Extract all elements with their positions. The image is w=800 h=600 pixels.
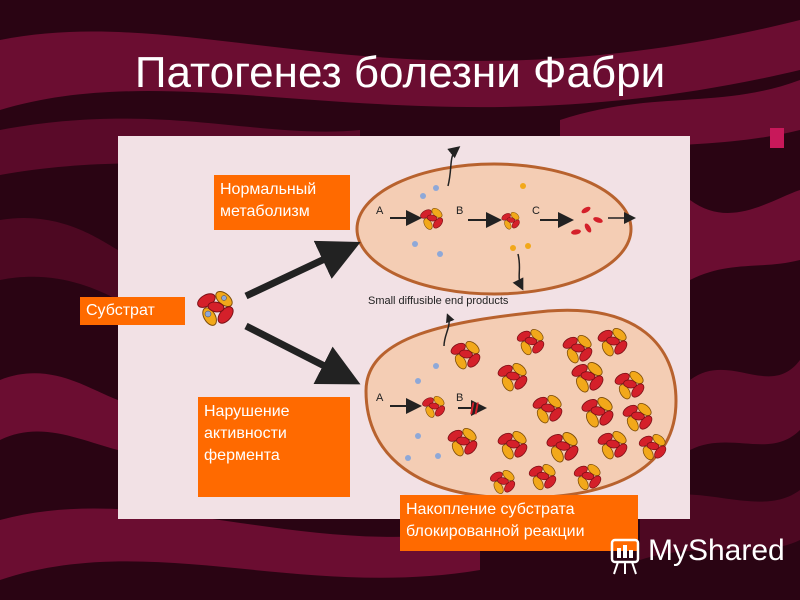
affected-cell xyxy=(364,308,678,500)
slide-title: Патогенез болезни Фабри xyxy=(134,48,666,97)
substrate-accumulation-label: Накопление субстрата блокированной реакц… xyxy=(400,495,638,551)
substrate-label: Субстрат xyxy=(80,297,185,325)
step-a-top-label: A xyxy=(376,205,384,217)
step-c-top-label: C xyxy=(532,205,540,217)
normal-metabolism-label: Нормальный метаболизм xyxy=(214,175,350,230)
step-b-bottom-label: B xyxy=(456,392,463,404)
fabry-pathogenesis-diagram: A B C Small diffusible end products A B … xyxy=(194,146,678,500)
myshared-logo-icon xyxy=(610,538,640,575)
step-b-top-label: B xyxy=(456,205,463,217)
block-mark: // xyxy=(470,401,479,418)
step-a-bottom-label: A xyxy=(376,392,384,404)
myshared-watermark[interactable]: MyShared xyxy=(648,534,785,567)
end-products-caption: Small diffusible end products xyxy=(368,295,509,307)
enzyme-disorder-label: Нарушение активности фермента xyxy=(198,397,350,497)
